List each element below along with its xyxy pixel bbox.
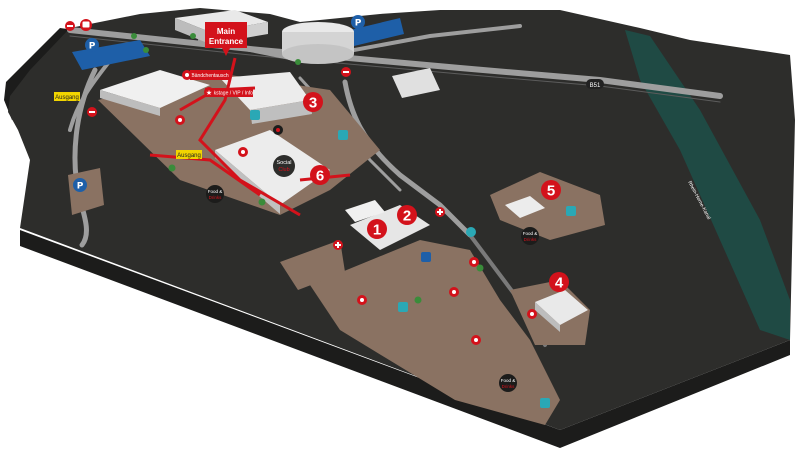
toilet-icon <box>250 110 260 120</box>
toilet-icon <box>398 302 408 312</box>
green-markers <box>131 33 484 304</box>
road-b51-badge: B51 <box>586 79 604 89</box>
svg-text:B51: B51 <box>590 83 601 89</box>
svg-text:Bändchentausch: Bändchentausch <box>191 73 228 79</box>
star-icon: ★ <box>204 87 214 97</box>
wristband-exchange: Bändchentausch <box>190 70 230 80</box>
drink-icon <box>449 287 459 297</box>
parking-icon: P <box>85 38 99 52</box>
svg-text:P: P <box>89 42 96 52</box>
main-entrance-line1: Main <box>217 27 235 36</box>
svg-text:Social: Social <box>277 160 292 166</box>
drink-icon <box>238 147 248 157</box>
toilet-icon <box>566 206 576 216</box>
svg-text:4: 4 <box>555 275 564 292</box>
toilet-icon <box>338 130 348 140</box>
svg-text:3: 3 <box>309 95 317 112</box>
svg-text:Food &: Food & <box>208 189 223 194</box>
no-entry-icon <box>341 67 351 77</box>
vip-area: Backstage / VIP / Info <box>205 88 253 97</box>
zone-marker-5[interactable]: 5 <box>541 180 561 200</box>
main-entrance-line2: Entrance <box>209 37 244 46</box>
svg-text:Food &: Food & <box>523 231 538 236</box>
first-aid-icon <box>333 240 343 250</box>
svg-text:1: 1 <box>373 222 381 239</box>
svg-text:Drinks: Drinks <box>209 195 223 200</box>
parking-areas <box>68 18 404 215</box>
zone-marker-2[interactable]: 2 <box>397 205 417 225</box>
drink-icon <box>471 335 481 345</box>
drink-icon <box>175 115 185 125</box>
first-aid-icon <box>435 207 445 217</box>
svg-text:Drinks: Drinks <box>524 237 538 242</box>
food-icon <box>273 125 283 135</box>
food-drinks-badge-3[interactable]: Food & Drinks <box>499 374 517 392</box>
svg-text:Ausgang: Ausgang <box>177 153 201 159</box>
toilet-icon <box>540 398 550 408</box>
no-entry-icon <box>87 107 97 117</box>
svg-text:6: 6 <box>316 168 324 185</box>
drink-pins <box>175 70 537 345</box>
exit-label-top: Ausgang <box>54 92 80 101</box>
food-drinks-badge-1[interactable]: Food & Drinks <box>206 185 224 203</box>
svg-text:P: P <box>355 19 362 29</box>
food-icon <box>182 70 192 80</box>
food-drinks-badge-2[interactable]: Food & Drinks <box>521 227 539 245</box>
drink-icon <box>469 257 479 267</box>
zone-marker-6[interactable]: 6 <box>310 165 330 185</box>
wheelchair-icon <box>421 252 431 262</box>
bus-icon <box>80 19 92 31</box>
info-icon <box>466 227 476 237</box>
svg-text:Food &: Food & <box>501 378 516 383</box>
svg-text:P: P <box>77 182 84 192</box>
svg-text:Club: Club <box>278 167 289 173</box>
drink-icon <box>527 309 537 319</box>
svg-text:Backstage / VIP / Info: Backstage / VIP / Info <box>205 91 253 97</box>
exit-label-mid: Ausgang <box>176 150 202 159</box>
zone-marker-1[interactable]: 1 <box>367 219 387 239</box>
buildings <box>100 10 588 332</box>
svg-text:5: 5 <box>547 183 555 200</box>
svg-text:Drinks: Drinks <box>502 384 516 389</box>
zone-marker-3[interactable]: 3 <box>303 92 323 112</box>
zone-marker-4[interactable]: 4 <box>549 272 569 292</box>
no-entry-icon <box>65 21 75 31</box>
parking-icon: P <box>351 15 365 29</box>
svg-text:Ausgang: Ausgang <box>55 95 79 101</box>
parking-icon: P <box>73 178 87 192</box>
main-entrance[interactable]: Main Entrance <box>205 22 247 56</box>
drink-icon <box>357 295 367 305</box>
social-club-badge[interactable]: Social Club <box>273 155 295 177</box>
svg-text:★: ★ <box>206 89 212 97</box>
svg-text:2: 2 <box>403 208 411 225</box>
